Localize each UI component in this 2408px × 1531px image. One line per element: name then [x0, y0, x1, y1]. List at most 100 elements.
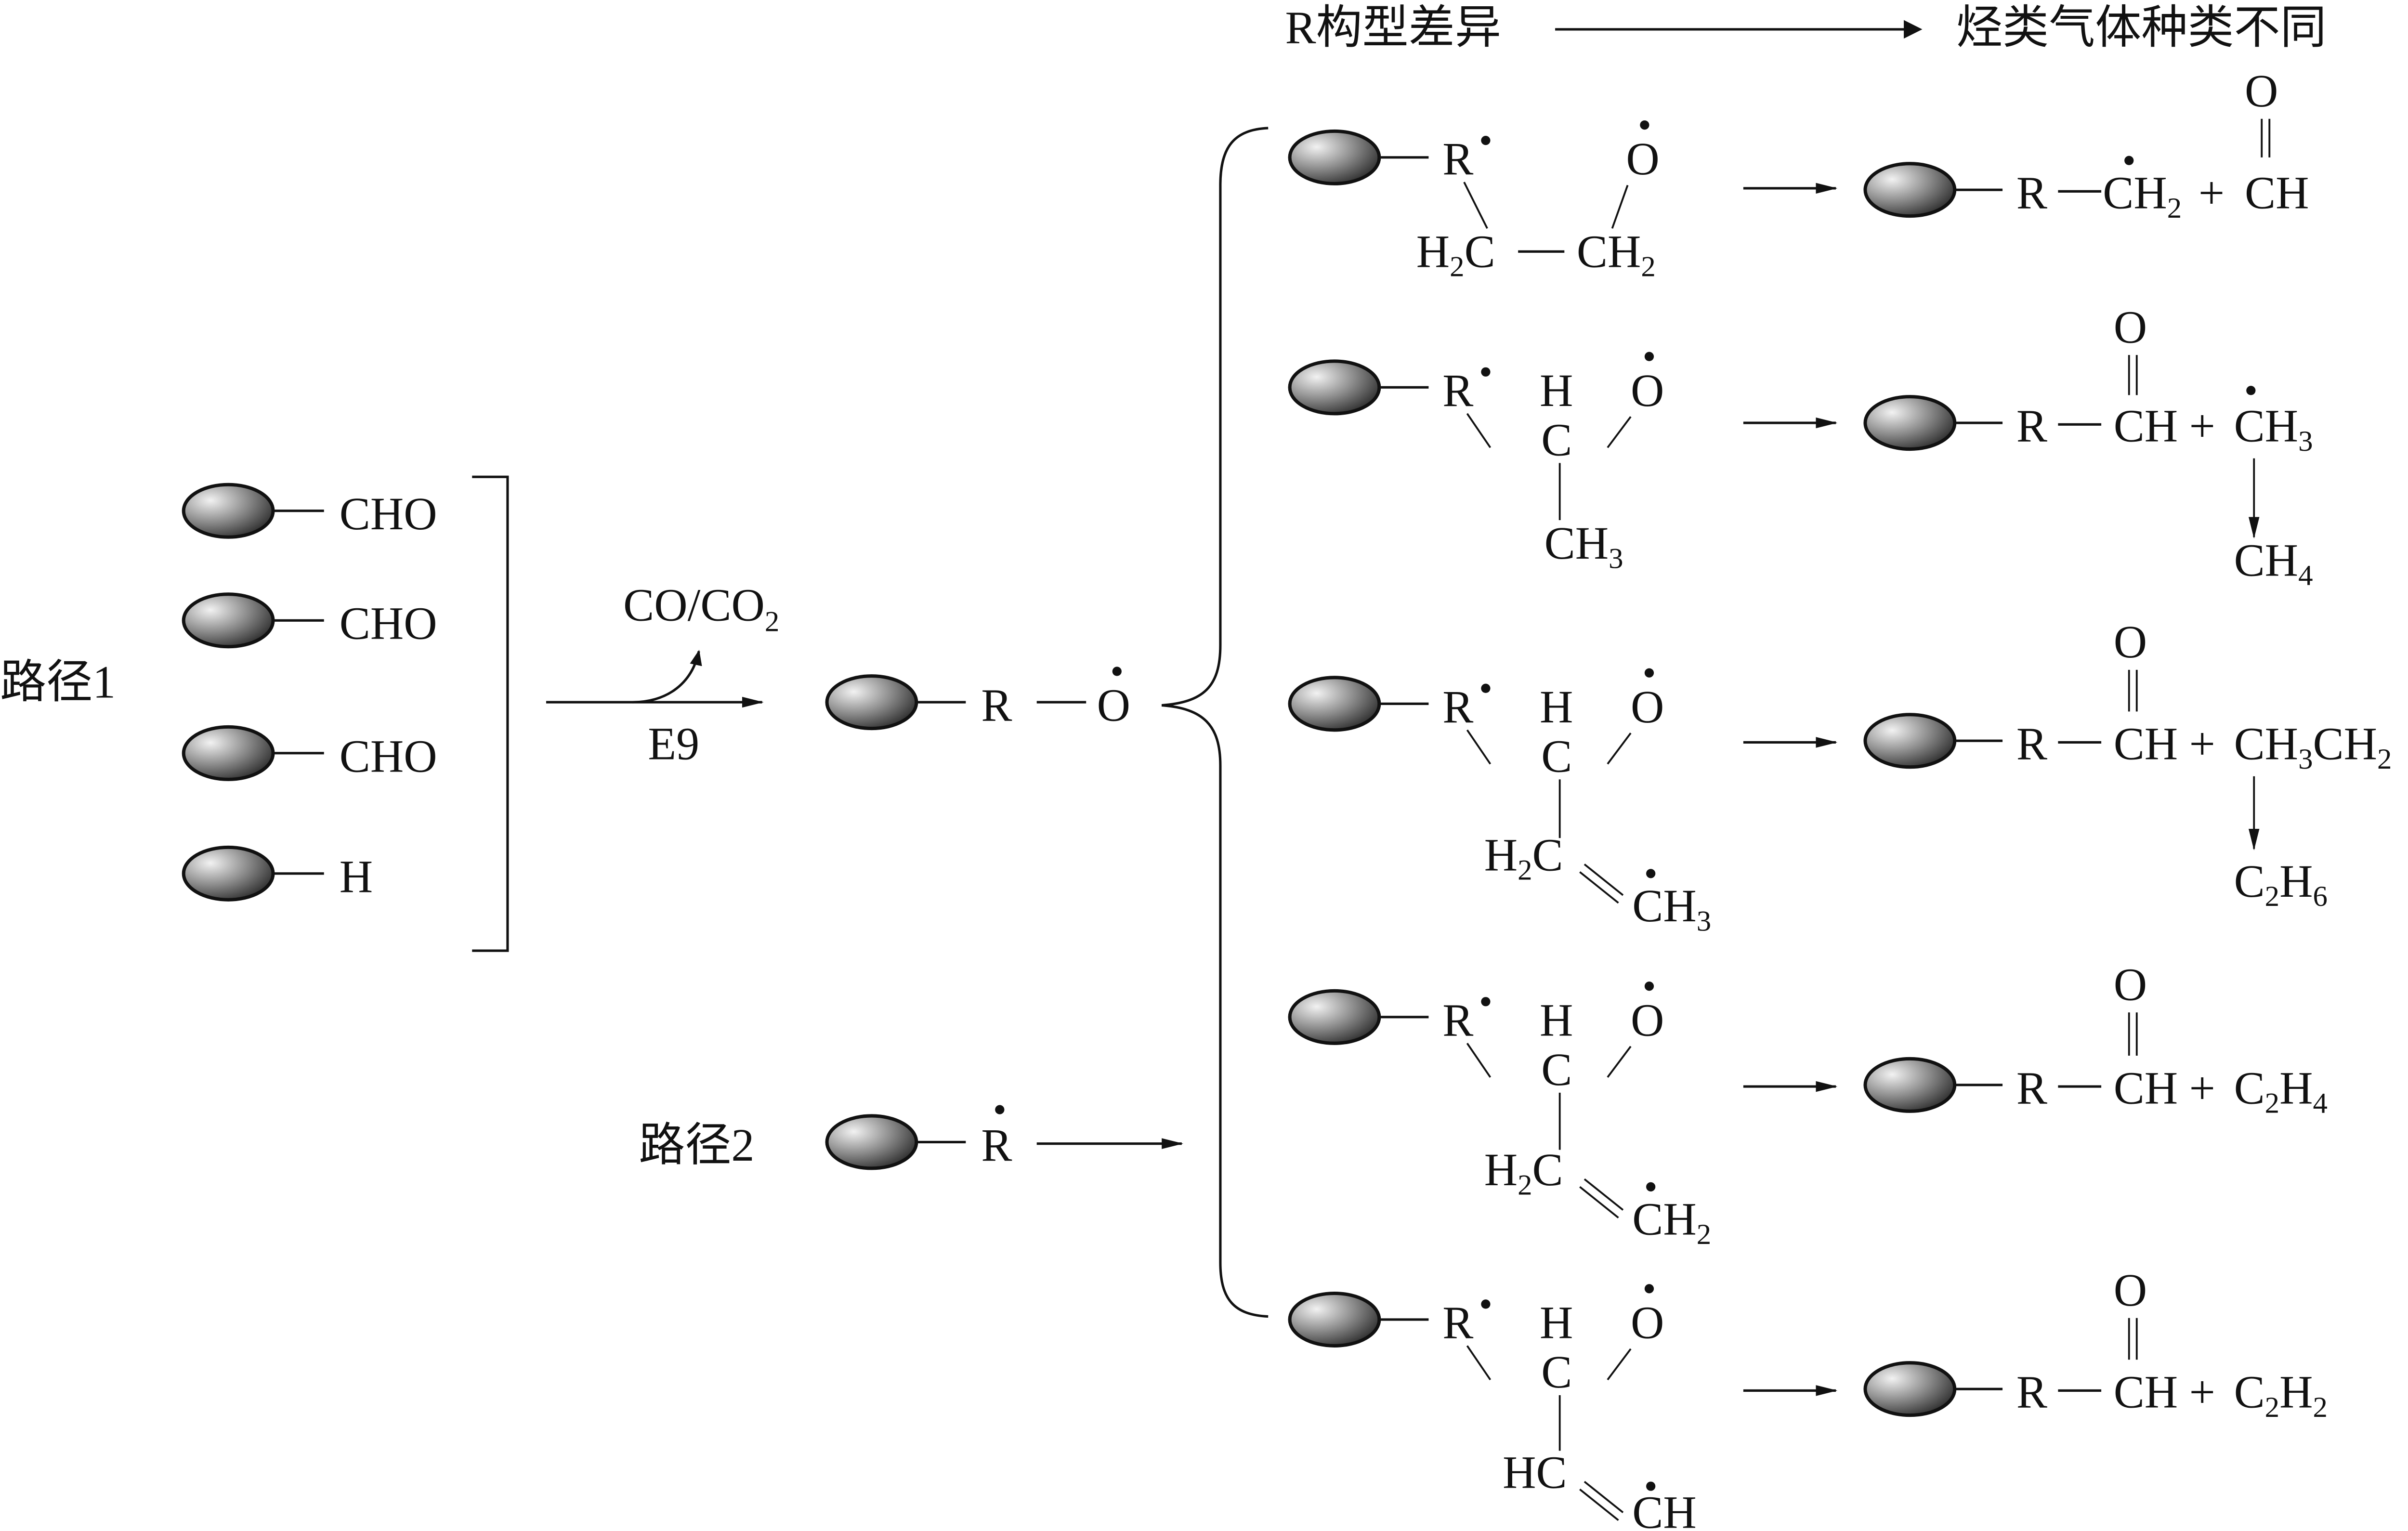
- product-plus: +: [2189, 1366, 2215, 1418]
- bond-line: [1607, 1348, 1632, 1381]
- double-bond-line: [1579, 1186, 1619, 1218]
- reactant-label: CHO: [340, 598, 437, 649]
- reactant-c: C: [1541, 414, 1572, 465]
- reactant-o: O: [1631, 365, 1664, 416]
- reactant-ch: CH: [1632, 1487, 1696, 1531]
- radical-dot-icon: [1481, 136, 1491, 145]
- radical-dot-icon: [1481, 997, 1491, 1007]
- product-ethyl-radical: CH3CH2: [2234, 718, 2392, 775]
- radical-dot-icon: [1646, 1481, 1656, 1491]
- reactant-label: CHO: [340, 730, 437, 782]
- product-gas-ch4: CH4: [2234, 534, 2313, 591]
- reactant-o: O: [1631, 1296, 1664, 1348]
- double-bond-line: [1579, 871, 1619, 904]
- catalyst-particle-icon: [182, 725, 275, 781]
- intermediate-r: R: [981, 680, 1012, 731]
- intermediate-o: O: [1097, 680, 1130, 731]
- reaction-row-5: R H O C HC CH R O CH + C2H2: [1288, 1264, 2328, 1531]
- reactant-ch2: CH2: [1632, 1193, 1711, 1251]
- catalyst-particle-icon: [1288, 1291, 1381, 1348]
- reactant-c: C: [1541, 730, 1572, 782]
- reactant-h: H: [1540, 681, 1573, 733]
- radical-dot-icon: [1481, 683, 1491, 693]
- reaction-row-4: R H O C H2C CH2 R O CH + C2H4: [1288, 959, 2328, 1251]
- product-ch2-radical: CH2: [2103, 167, 2182, 224]
- product-carbonyl-ch: CH: [2114, 1062, 2178, 1113]
- branch-brace: [1162, 127, 1269, 1318]
- catalyst-particle-icon: [825, 1114, 918, 1170]
- radical-dot-icon: [1481, 367, 1491, 377]
- radical-dot-icon: [1644, 1284, 1654, 1294]
- route1-label: 路径1: [0, 656, 116, 707]
- reactant-hc: HC: [1503, 1446, 1567, 1498]
- reactant-ch2: CH2: [1577, 225, 1656, 283]
- catalyst-particle-icon: [1863, 1361, 1957, 1417]
- catalyst-particle-icon: [825, 674, 918, 731]
- reactant-r: R: [1442, 681, 1473, 733]
- catalyst-particle-icon: [1863, 395, 1957, 451]
- catalyst-particle-icon: [1288, 989, 1381, 1045]
- catalyst-particle-icon: [182, 845, 275, 902]
- double-bond-line: [1584, 864, 1624, 896]
- catalyst-particle-icon: [182, 592, 275, 649]
- catalyst-particle-icon: [1863, 1057, 1957, 1113]
- product-carbonyl-ch: CH: [2114, 718, 2178, 770]
- product-plus: +: [2189, 400, 2215, 452]
- catalyst-particle-icon: [1288, 676, 1381, 732]
- product-plus: +: [2199, 167, 2225, 219]
- intermediate-ro-radical: R O: [825, 667, 1130, 731]
- product-r: R: [2016, 1062, 2047, 1113]
- product-gas-c2h4: C2H4: [2234, 1062, 2328, 1119]
- reactant-r: R: [1442, 365, 1473, 416]
- double-bond-line: [1579, 1488, 1619, 1521]
- bond-line: [1607, 416, 1632, 448]
- reactant-h2c: H2C: [1484, 829, 1563, 886]
- radical-dot-icon: [1644, 352, 1654, 361]
- reactant-r: R: [1442, 133, 1473, 184]
- reactant-r: R: [1442, 1296, 1473, 1348]
- reactant-c: C: [1541, 1346, 1572, 1398]
- product-carbonyl-o: O: [2114, 301, 2147, 353]
- reactant-h: H: [182, 845, 373, 902]
- radical-dot-icon: [1640, 120, 1649, 130]
- product-carbonyl-o: O: [2245, 65, 2278, 117]
- header-right-label: 烃类气体种类不同: [1956, 2, 2327, 53]
- reactant-label: CHO: [340, 488, 437, 539]
- radical-dot-icon: [1112, 667, 1122, 676]
- product-r: R: [2016, 1366, 2047, 1418]
- radical-dot-icon: [995, 1105, 1005, 1114]
- product-carbonyl-o: O: [2114, 616, 2147, 667]
- gas-release-arrow: [632, 650, 702, 704]
- catalyst-particle-icon: [1288, 129, 1381, 185]
- catalyst-particle-icon: [1288, 359, 1381, 416]
- bond-line: [1607, 733, 1632, 765]
- reactant-h: H: [1540, 1296, 1573, 1348]
- radical-dot-icon: [2246, 386, 2256, 395]
- product-carbonyl-ch: CH: [2114, 1366, 2178, 1418]
- reactant-cho-2: CHO: [182, 592, 437, 649]
- product-r: R: [2016, 718, 2047, 770]
- header: R构型差异 烃类气体种类不同: [1285, 2, 2326, 53]
- route1: 路径1 CHO CHO CHO H CO/CO2 E9: [0, 475, 1130, 952]
- reactant-label: H: [340, 851, 373, 902]
- route2-label: 路径2: [639, 1119, 754, 1171]
- product-plus: +: [2189, 1062, 2215, 1113]
- reaction-row-3: R H O C H2C CH3 R O CH + CH3CH2 C2H6: [1288, 616, 2392, 937]
- product-r: R: [2016, 167, 2047, 219]
- reaction-row-1: R O H2C CH2 R CH2 + O CH: [1288, 65, 2309, 283]
- route2: 路径2 R: [639, 1105, 1184, 1171]
- catalyst-label: E9: [648, 718, 699, 770]
- reactant-o: O: [1626, 133, 1659, 184]
- product-carbonyl-ch: CH: [2245, 167, 2309, 219]
- radical-dot-icon: [1644, 981, 1654, 991]
- product-carbonyl-ch: CH: [2114, 400, 2178, 452]
- header-left-label: R构型差异: [1285, 2, 1501, 53]
- double-bond-line: [1584, 1480, 1624, 1514]
- bond-line: [1466, 1345, 1492, 1381]
- product-plus: +: [2189, 718, 2215, 770]
- reactant-c: C: [1541, 1044, 1572, 1095]
- double-bond-line: [1584, 1178, 1624, 1211]
- radical-dot-icon: [1646, 1182, 1656, 1191]
- product-carbonyl-o: O: [2114, 959, 2147, 1010]
